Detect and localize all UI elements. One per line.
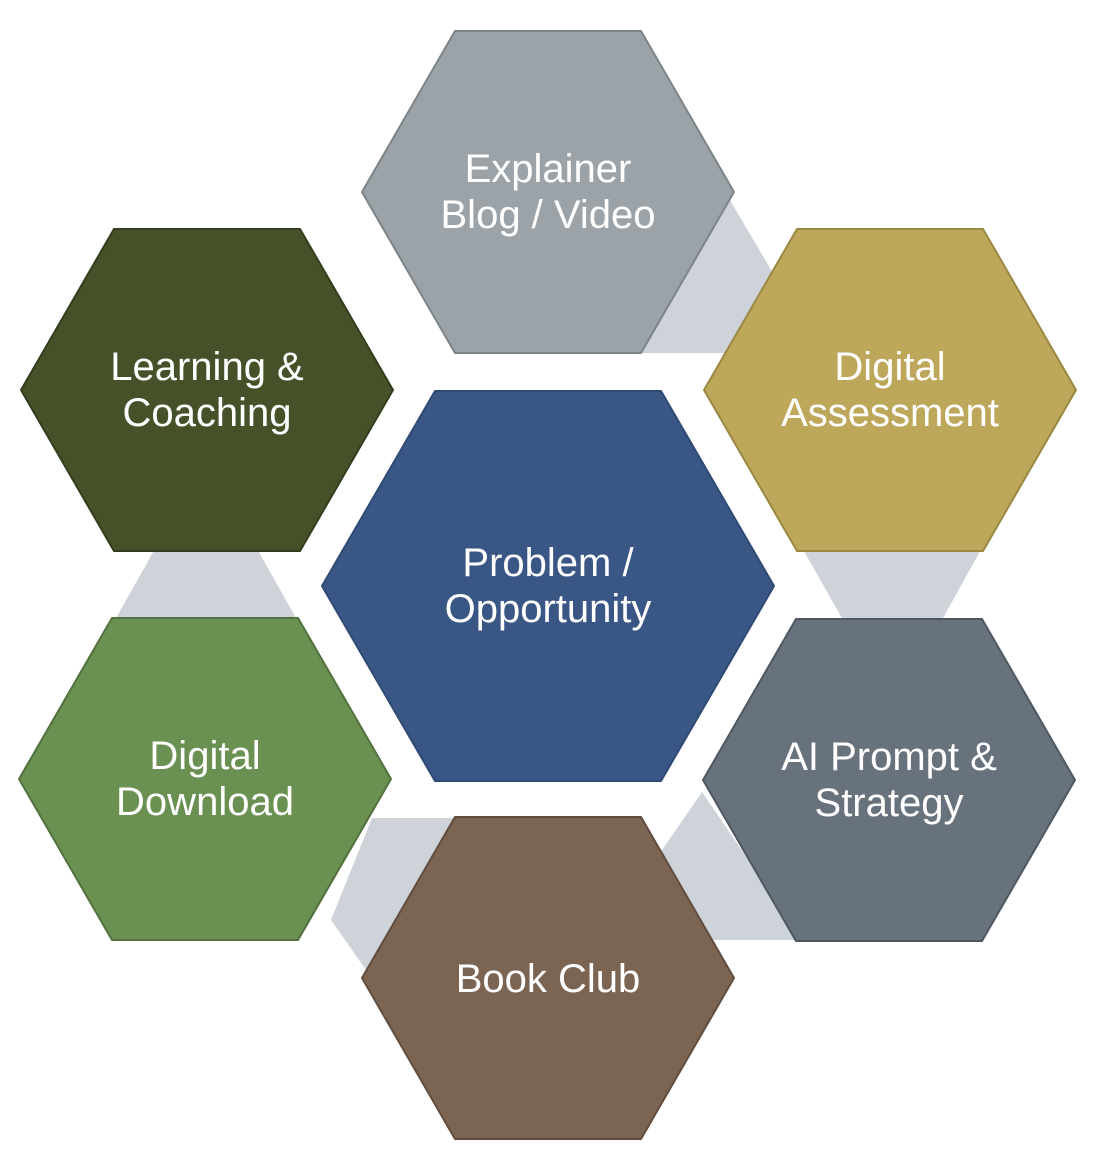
hexagon-label-line: Digital	[834, 345, 945, 389]
hexagon-label-line: Digital	[149, 734, 260, 778]
hexagon-shape	[361, 30, 735, 354]
hexagon-label-line: Download	[116, 780, 294, 824]
hexagon-shape	[321, 390, 775, 782]
hexagon-digital-assessment: Digital Assessment	[703, 228, 1077, 552]
hexagon-shape	[20, 228, 394, 552]
hexagon-shape	[18, 617, 392, 941]
hexagon-label-line: AI Prompt &	[781, 735, 997, 779]
hexagon-label-line: Learning &	[110, 345, 304, 389]
hexagon-label-line: Opportunity	[445, 587, 652, 631]
hexagon-book-club: Book Club	[361, 816, 735, 1140]
hexagon-label-line: Problem /	[462, 541, 634, 585]
hexagon-label-line: Book Club	[456, 957, 641, 1001]
hexagon-digital-download: Digital Download	[18, 617, 392, 941]
connector-topleft-to-bottomleft	[98, 458, 314, 650]
hexagon-problem-opportunity: Problem / Opportunity	[321, 390, 775, 782]
hexagon-explainer-blog-video: Explainer Blog / Video	[361, 30, 735, 354]
hexagon-label-line: Strategy	[815, 781, 964, 825]
hexagon-label-line: Assessment	[781, 391, 999, 435]
hexagon-label-line: Blog / Video	[441, 193, 656, 237]
hexagon-shape	[702, 618, 1076, 942]
hexagon-ai-prompt-strategy: AI Prompt & Strategy	[702, 618, 1076, 942]
hexagon-shape	[361, 816, 735, 1140]
hexagon-learning-coaching: Learning & Coaching	[20, 228, 394, 552]
hexagon-label-line: Explainer	[465, 147, 632, 191]
hexagon-label-line: Coaching	[122, 391, 291, 435]
hexagon-shape	[703, 228, 1077, 552]
